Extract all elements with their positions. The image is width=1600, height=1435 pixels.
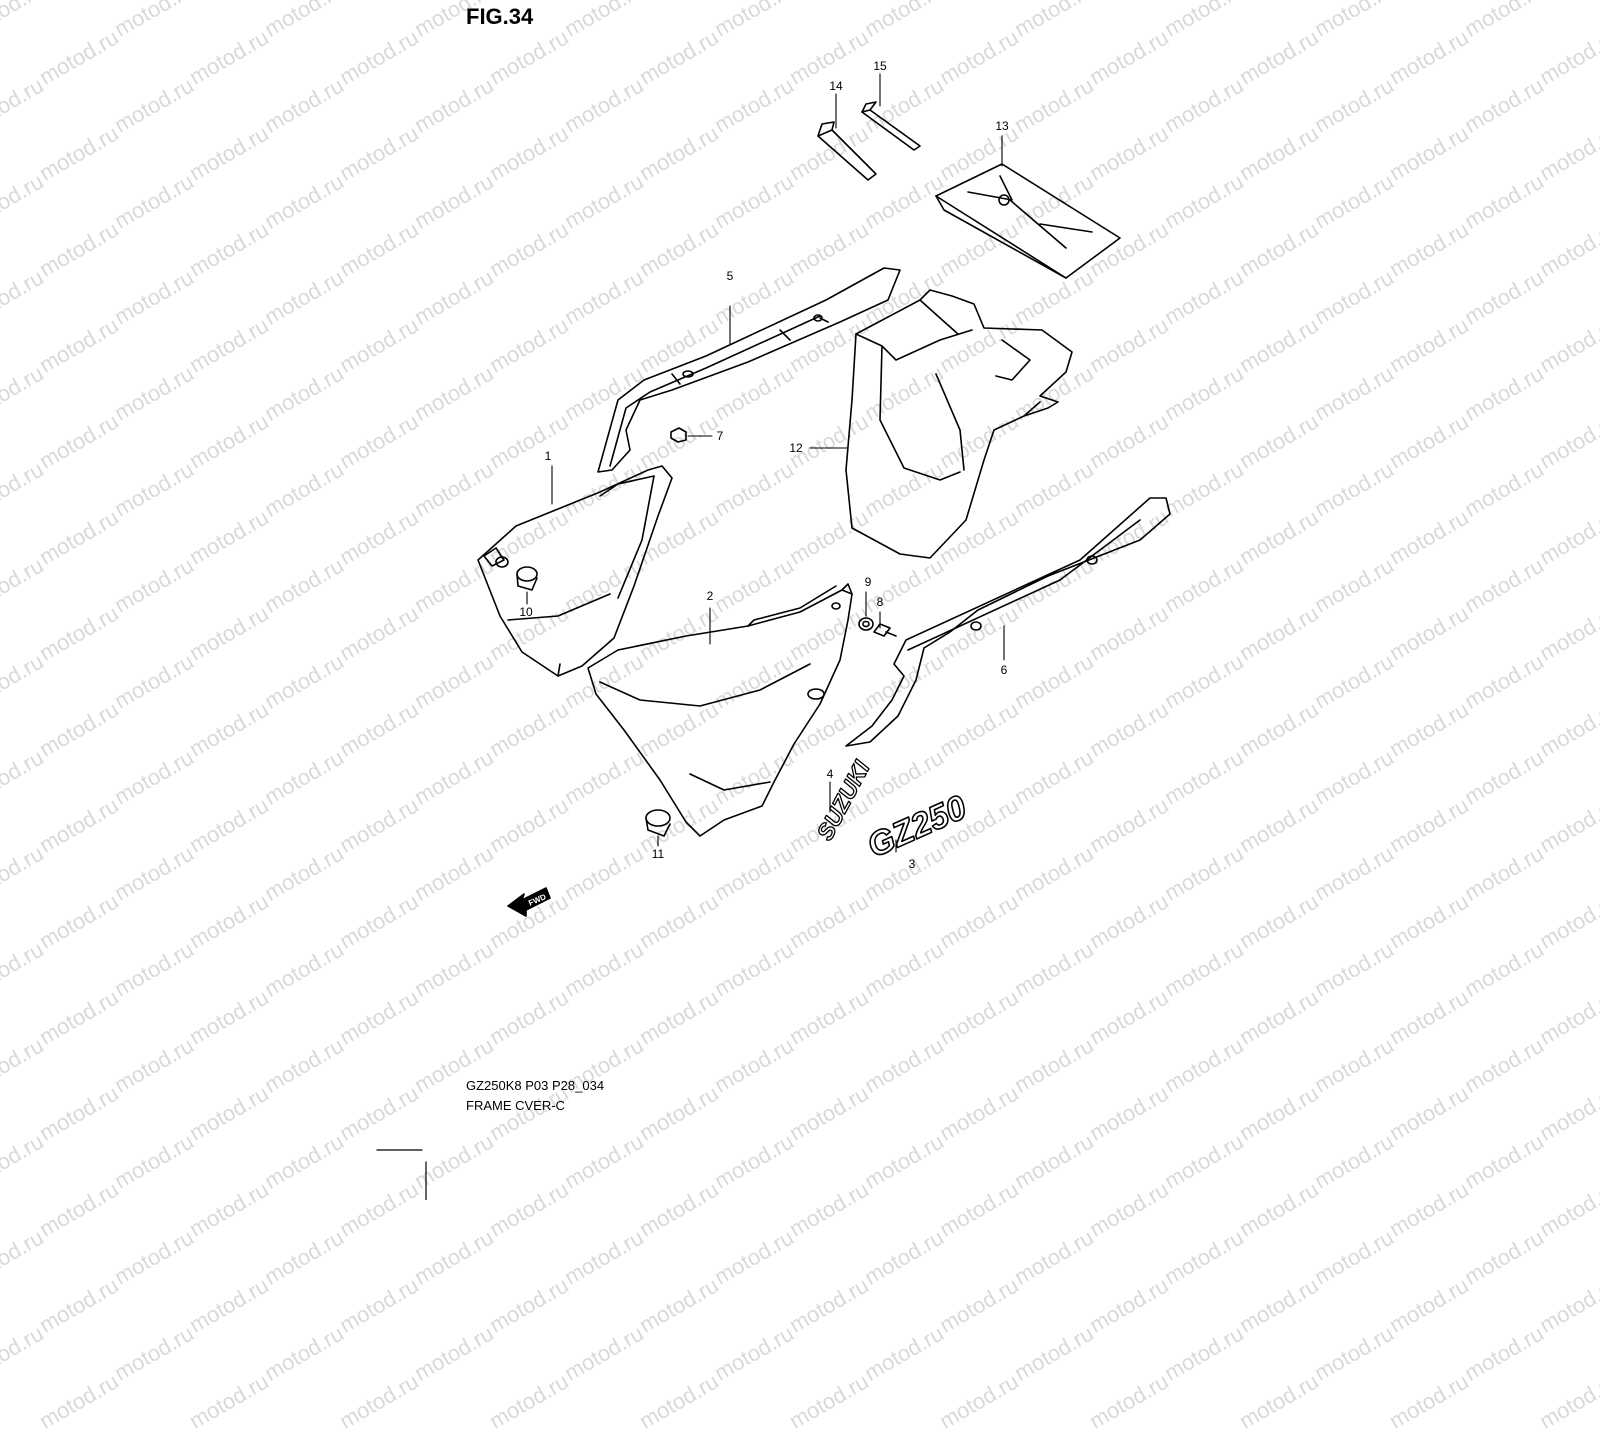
callout-10: 10 <box>519 605 533 619</box>
watermark-text: motod.ru <box>1310 1224 1398 1290</box>
callout-11: 11 <box>652 847 665 861</box>
watermark-text: motod.ru <box>485 1368 573 1434</box>
callout-12: 12 <box>789 441 803 455</box>
grommet-part-11 <box>645 809 671 837</box>
watermark-text: motod.ru <box>1160 1320 1248 1386</box>
watermark-text: motod.ru <box>1310 1320 1398 1386</box>
gz250-emblem-part-3: GZ250 <box>861 787 973 866</box>
watermark-text: motod.ru <box>635 1272 723 1338</box>
watermark-text: motod.ru <box>1010 1320 1098 1386</box>
watermark-text: motod.ru <box>785 1272 873 1338</box>
watermark-text: motod.ru <box>410 1224 498 1290</box>
watermark-text: motod.ru <box>110 1224 198 1290</box>
callout-labels: 1 2 3 4 5 6 7 8 9 10 11 12 13 14 15 <box>519 59 1009 871</box>
watermark-text: motod.ru <box>1235 1272 1323 1338</box>
watermark-text: motod.ru <box>0 1320 48 1386</box>
side-cover-part-1 <box>477 465 673 677</box>
watermark-text: motod.ru <box>35 1272 123 1338</box>
side-cover-part-2 <box>587 583 853 837</box>
watermark-text: motod.ru <box>35 1368 123 1434</box>
model-code-caption: GZ250K8 P03 P28_034 <box>466 1078 605 1093</box>
watermark-text: motod.ru <box>1160 1224 1248 1290</box>
callout-6: 6 <box>1001 663 1008 677</box>
frame-cover-part-6 <box>845 497 1171 747</box>
watermark-text: motod.ru <box>1535 1272 1600 1338</box>
watermark-text: motod.ru <box>860 1320 948 1386</box>
forward-arrow-label: FWD <box>527 892 548 908</box>
washer-part-9 <box>858 617 874 631</box>
watermark-text: motod.ru <box>1085 1368 1173 1434</box>
watermark-text: motod.ru <box>335 1368 423 1434</box>
callout-13: 13 <box>995 119 1009 133</box>
frame-cover-part-5 <box>597 267 901 473</box>
callout-14: 14 <box>829 79 843 93</box>
tool-bag-part-13 <box>935 163 1121 279</box>
forward-arrow: FWD <box>507 887 551 917</box>
callout-15: 15 <box>873 59 887 73</box>
watermark-text: motod.ru <box>110 1320 198 1386</box>
watermark-text: motod.ru <box>485 1272 573 1338</box>
callout-2: 2 <box>707 589 714 603</box>
watermark-text: motod.ru <box>785 1368 873 1434</box>
watermark-text: motod.ru <box>260 1224 348 1290</box>
watermark-text: motod.ru <box>335 1272 423 1338</box>
watermark-text: motod.ru <box>710 1224 798 1290</box>
screw-part-8 <box>873 623 897 637</box>
watermark-text: motod.ru <box>635 1368 723 1434</box>
callout-1: 1 <box>545 449 552 463</box>
watermark-text: motod.ru <box>410 1320 498 1386</box>
watermark-text: motod.ru <box>860 1224 948 1290</box>
callout-9: 9 <box>865 575 872 589</box>
watermark-text: motod.ru <box>710 1320 798 1386</box>
group-name-caption: FRAME CVER-C <box>466 1098 565 1113</box>
leader-lines <box>526 73 1005 853</box>
crop-marks <box>376 1149 427 1200</box>
watermark-text: motod.ru <box>1385 1368 1473 1434</box>
watermark-text: motod.ru <box>1085 1272 1173 1338</box>
watermark-text: motod.ru <box>185 1368 273 1434</box>
callout-5: 5 <box>727 269 734 283</box>
hex-wrench-part-14 <box>817 121 877 181</box>
emblem-model-text: GZ250 <box>862 788 972 865</box>
watermark-text: motod.ru <box>1460 1320 1548 1386</box>
clip-part-7 <box>670 427 687 443</box>
watermark-text: motod.ru <box>260 1320 348 1386</box>
rear-fender-part-12 <box>845 289 1073 559</box>
watermark-text: motod.ru <box>1385 1272 1473 1338</box>
callout-8: 8 <box>877 595 884 609</box>
grommet-part-10 <box>516 566 538 591</box>
figure-title: FIG.34 <box>466 4 534 29</box>
watermark-text: motod.ru <box>1235 1368 1323 1434</box>
watermark-text: motod.ru <box>1010 1224 1098 1290</box>
callout-4: 4 <box>827 767 834 781</box>
watermark-text: motod.ru <box>935 1272 1023 1338</box>
exploded-view: SUZUKI GZ250 FWD <box>376 59 1171 1200</box>
watermark-text: motod.ru <box>1460 1224 1548 1290</box>
watermark-text: motod.ru <box>0 1224 48 1290</box>
callout-3: 3 <box>909 857 916 871</box>
callout-7: 7 <box>717 429 724 443</box>
watermark-text: motod.ru <box>560 1224 648 1290</box>
watermark-text: motod.ru <box>185 1272 273 1338</box>
watermark-text: motod.ru <box>1535 1368 1600 1434</box>
watermark-text: motod.ru <box>935 1368 1023 1434</box>
hex-wrench-part-15 <box>861 101 921 151</box>
watermark-text: motod.ru <box>560 1320 648 1386</box>
